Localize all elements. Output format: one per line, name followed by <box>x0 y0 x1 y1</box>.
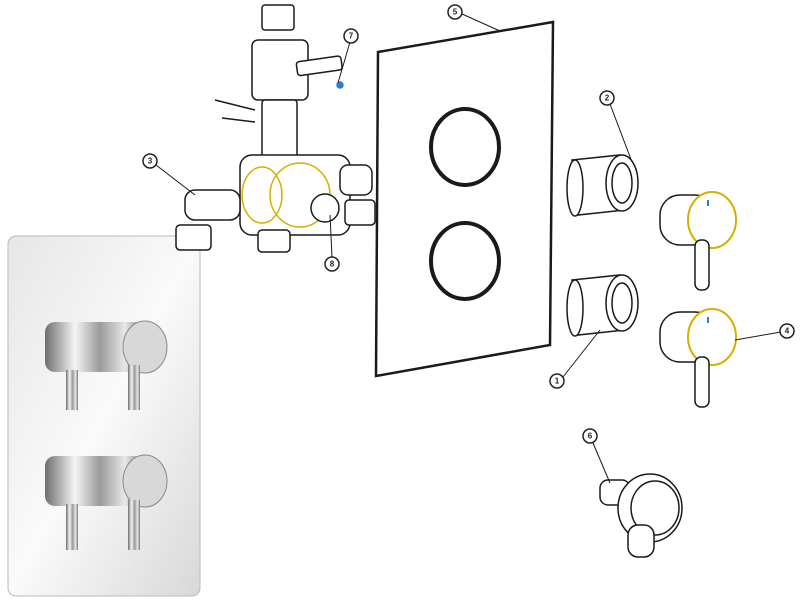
callout-7: 7 <box>343 28 359 44</box>
faceplate-diagram <box>374 20 555 378</box>
leader-lines <box>155 13 782 484</box>
upper-handle-photo <box>45 320 168 410</box>
lower-handle-photo <box>45 454 168 550</box>
svg-text:4: 4 <box>785 327 790 336</box>
callout-3: 3 <box>142 153 158 169</box>
assembled-valve-photo <box>7 235 201 597</box>
callout-1: 1 <box>549 373 565 389</box>
callout-6: 6 <box>582 428 598 444</box>
callout-4: 4 <box>779 323 795 339</box>
chrome-faceplate <box>7 235 201 597</box>
callout-5: 5 <box>447 4 463 20</box>
svg-text:5: 5 <box>453 8 458 17</box>
svg-text:3: 3 <box>148 157 153 166</box>
svg-text:1: 1 <box>555 377 560 386</box>
svg-text:2: 2 <box>605 94 610 103</box>
handle-upper-diagram <box>659 191 737 291</box>
valve-body <box>175 4 376 253</box>
wall-outlet-diagram <box>599 473 683 558</box>
shroud-upper-diagram <box>566 154 639 217</box>
shroud-lower-diagram <box>566 274 639 337</box>
callout-8: 8 <box>324 256 340 272</box>
svg-text:7: 7 <box>349 32 354 41</box>
svg-text:6: 6 <box>588 432 593 441</box>
svg-text:8: 8 <box>330 260 335 269</box>
handle-lower-diagram <box>659 308 737 408</box>
callout-2: 2 <box>599 90 615 106</box>
